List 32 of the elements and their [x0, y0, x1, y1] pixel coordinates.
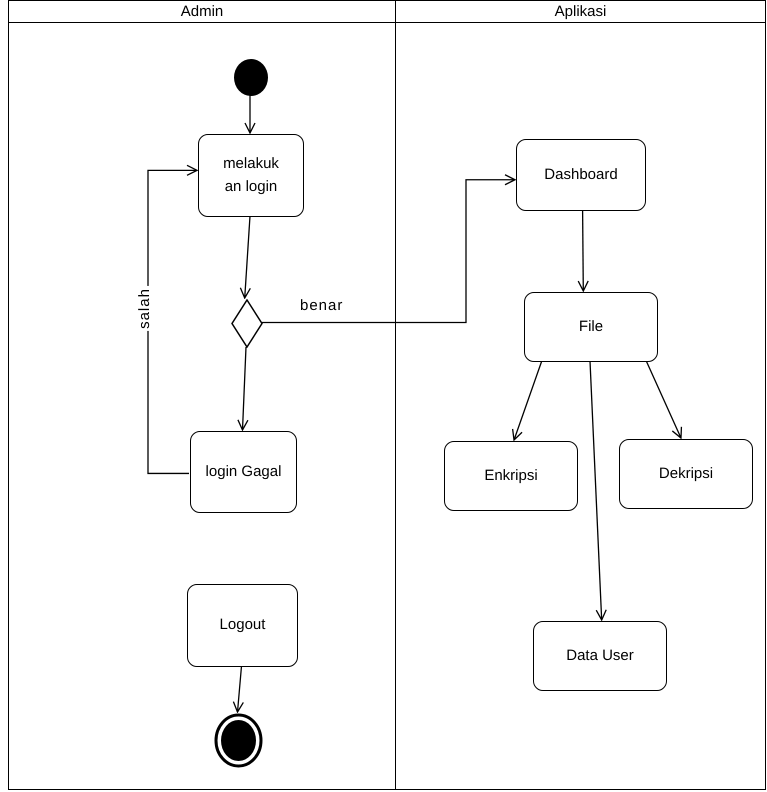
arrow: [237, 346, 249, 431]
arrow: [244, 95, 256, 134]
action-box: [198, 134, 304, 217]
start-node-icon: [234, 59, 268, 96]
arrow: [646, 360, 682, 439]
action-box: [524, 292, 658, 362]
action-box: [444, 441, 578, 511]
arrow: [512, 360, 542, 441]
swimlane: [8, 0, 396, 790]
action-box: [516, 139, 646, 211]
lane-header: Aplikasi: [396, 1, 765, 23]
action-box: [187, 584, 298, 667]
action-label: Data User: [566, 646, 634, 666]
arrow: [262, 174, 516, 324]
action-label: login Gagal: [206, 462, 282, 482]
action-box: [190, 431, 297, 513]
action-label: Enkripsi: [484, 466, 538, 486]
action-box: [533, 621, 667, 691]
arrow: [589, 360, 607, 621]
lane-header: Admin: [9, 1, 395, 23]
arrow: [232, 666, 244, 713]
action-label: Dekripsi: [658, 464, 714, 484]
action-box: [619, 439, 753, 509]
arrow: [578, 210, 589, 292]
arrow: [147, 164, 198, 474]
arrow: [240, 216, 251, 299]
swimlane: [395, 0, 766, 790]
action-label: Dashboard: [544, 164, 618, 185]
end-node-icon: [214, 713, 263, 768]
action-label: Logout: [220, 615, 266, 636]
action-label: melakuk an login: [222, 154, 280, 196]
action-label: File: [578, 316, 604, 337]
